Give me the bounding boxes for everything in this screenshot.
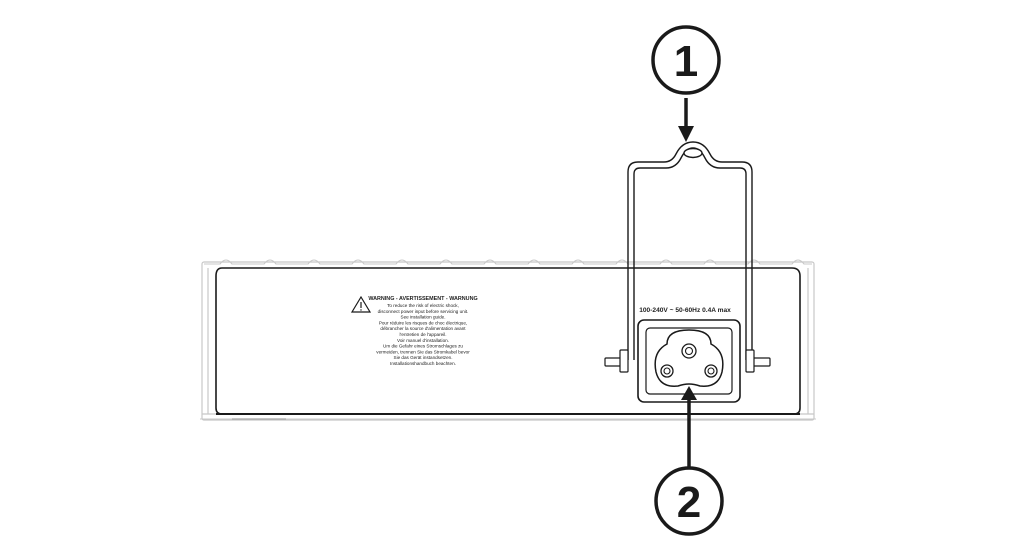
bail-pivot-right bbox=[745, 349, 771, 373]
warning-text-line: vermeiden, trennen Sie das Stromkabel be… bbox=[376, 349, 470, 354]
warning-triangle-icon bbox=[350, 295, 372, 313]
power-inlet[interactable] bbox=[637, 319, 741, 403]
warning-text-line: Sie das Gerät instandsetzen. bbox=[394, 355, 453, 360]
bail-pivot-left bbox=[604, 349, 629, 373]
cord-retainer-bail bbox=[627, 141, 753, 360]
ridge-scallops bbox=[204, 259, 812, 265]
callout-1: 1 bbox=[651, 25, 721, 142]
warning-text-line: Um die Gefahr eines Stromschlages zu bbox=[383, 344, 463, 349]
warning-label: WARNING - AVERTISSEMENT - WARNUNG To red… bbox=[350, 295, 478, 366]
warning-text-line: l'entretien de l'appareil. bbox=[400, 332, 447, 337]
warning-text-line: Installationshandbuch beachten. bbox=[390, 361, 456, 366]
housing-top-ridge bbox=[204, 259, 812, 265]
callout-2-arrowhead bbox=[681, 386, 697, 400]
warning-text-line: disconnect power input before servicing … bbox=[378, 309, 469, 314]
warning-text-line: Voir manuel d'installation. bbox=[397, 338, 449, 343]
callout-2: 2 bbox=[654, 386, 724, 536]
warning-text-line: Pour réduire les risques de choc électri… bbox=[379, 320, 467, 325]
callout-2-number: 2 bbox=[677, 478, 701, 527]
callout-1-arrowhead bbox=[678, 126, 694, 142]
warning-title: WARNING - AVERTISSEMENT - WARNUNG bbox=[368, 296, 477, 302]
warning-text-line: See installation guide. bbox=[401, 315, 446, 320]
power-rating-text: 100-240V ~ 50-60Hz 0.4A max bbox=[639, 307, 731, 314]
warning-text-lines: To reduce the risk of electric shock,dis… bbox=[376, 303, 470, 366]
warning-text-line: débrancher la source d'alimentation avan… bbox=[380, 326, 466, 331]
warning-text-line: To reduce the risk of electric shock, bbox=[387, 303, 459, 308]
callout-1-number: 1 bbox=[674, 37, 698, 86]
